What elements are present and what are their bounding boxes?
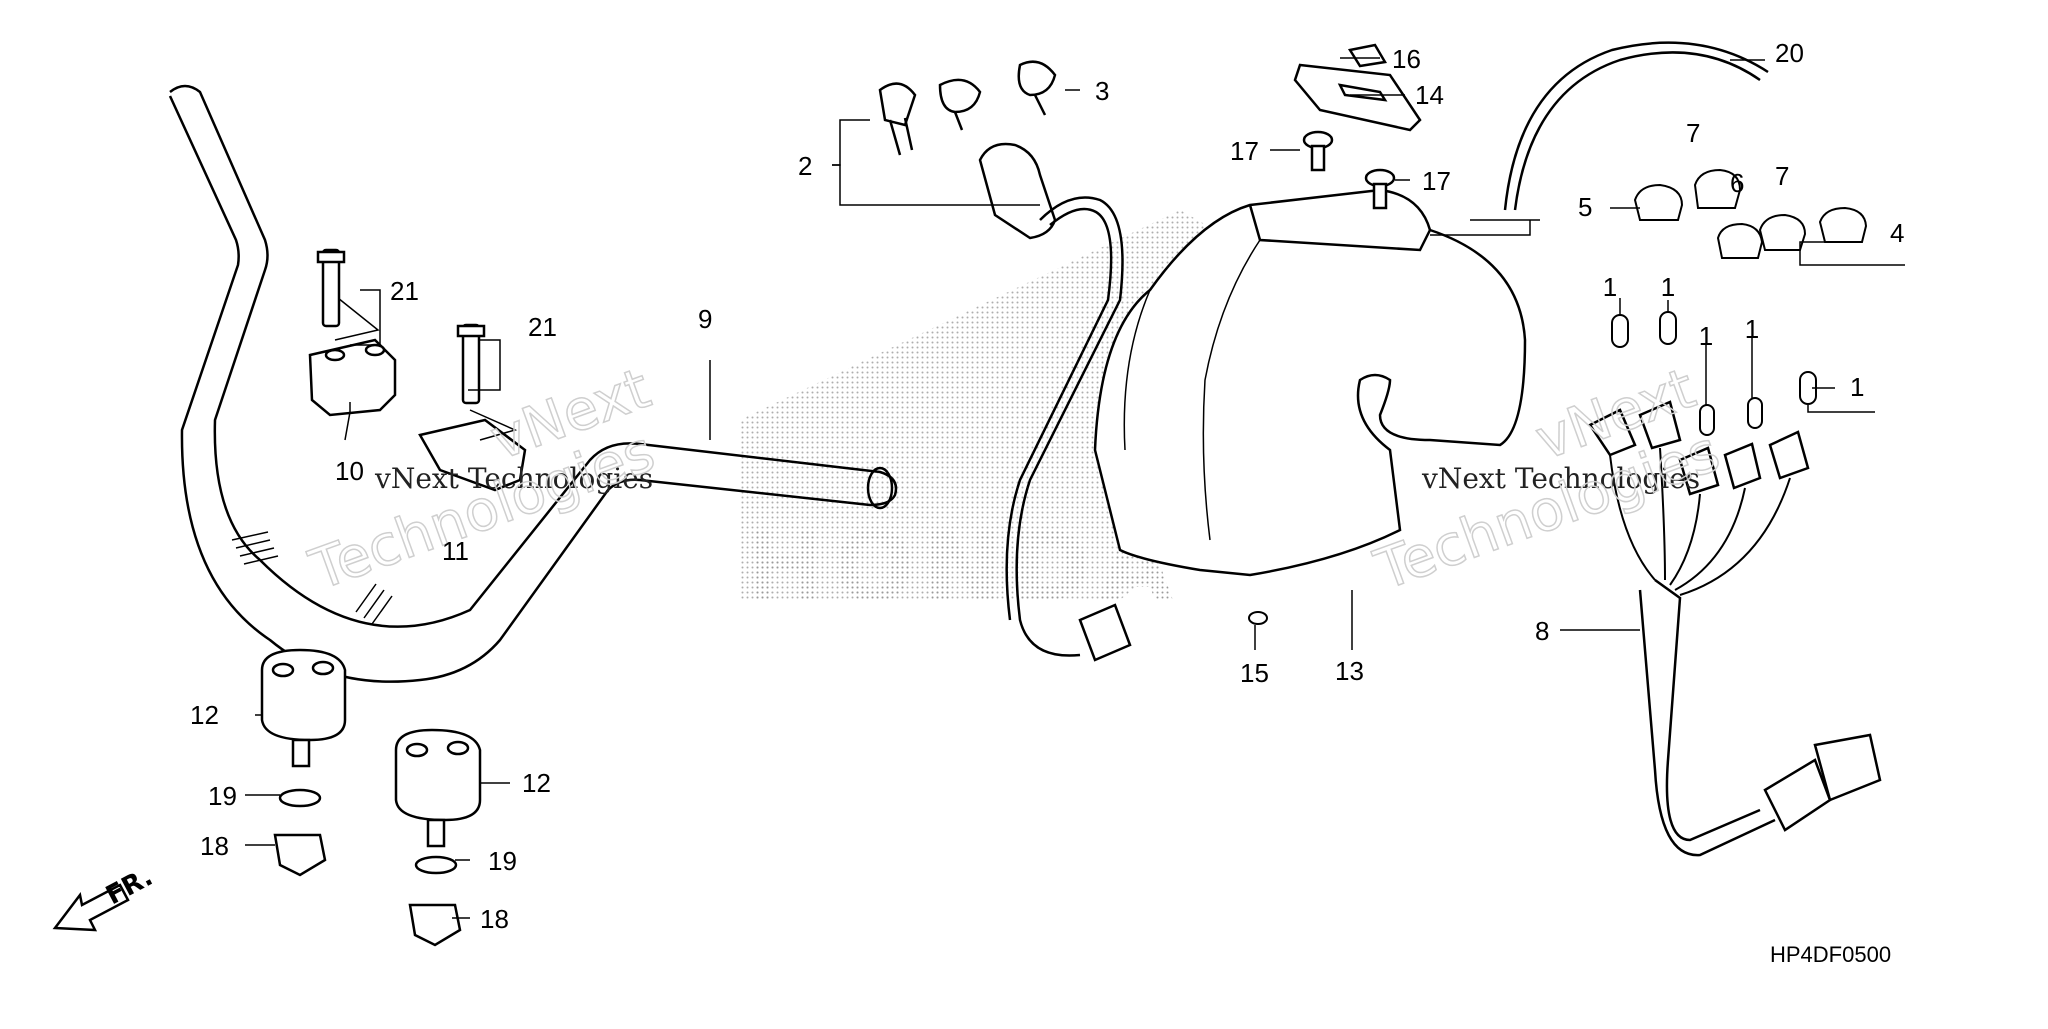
callout-7: 7	[1775, 161, 1789, 191]
harness-8	[1588, 400, 1882, 857]
callout-13: 13	[1335, 656, 1364, 686]
callout-14: 14	[1415, 80, 1444, 110]
bulbs-1	[1611, 311, 1817, 436]
callout-17: 17	[1422, 166, 1451, 196]
callout-12: 12	[522, 768, 551, 798]
callout-20: 20	[1775, 38, 1804, 68]
callout-10: 10	[335, 456, 364, 486]
meter-cover-13	[1093, 188, 1527, 577]
callout-8: 8	[1535, 616, 1549, 646]
callouts: 1 1 1 1 1 2 3 4 5 6 7 7 8 9 10 11 12 12 …	[190, 38, 1904, 934]
callout-4: 4	[1890, 218, 1904, 248]
lower-holder-12-left	[260, 648, 347, 877]
screws-17	[1302, 130, 1396, 210]
lower-holder-12-right	[394, 728, 482, 947]
callout-21: 21	[390, 276, 419, 306]
callout-1: 1	[1603, 272, 1617, 302]
callout-5: 5	[1578, 192, 1592, 222]
callout-19: 19	[488, 846, 517, 876]
watermark-left: vNext Technologies	[374, 462, 653, 495]
ignition-switch	[878, 60, 1132, 662]
callout-2: 2	[798, 151, 812, 181]
socket-caps	[1633, 168, 1868, 259]
callout-15: 15	[1240, 658, 1269, 688]
svg-text:HONDA: HONDA	[745, 511, 1181, 623]
clip-16	[1347, 43, 1388, 68]
callout-6: 6	[1730, 168, 1744, 198]
callout-18: 18	[200, 831, 229, 861]
callout-16: 16	[1392, 44, 1421, 74]
callout-21: 21	[528, 312, 557, 342]
grommet-15	[1248, 611, 1268, 625]
cover-14	[1293, 63, 1422, 132]
callout-1: 1	[1850, 372, 1864, 402]
callout-1: 1	[1661, 272, 1675, 302]
watermark-right: vNext Technologies	[1421, 462, 1700, 495]
callout-19: 19	[208, 781, 237, 811]
callout-11: 11	[442, 536, 469, 566]
tube-20	[1503, 41, 1769, 211]
diagram-code: HP4DF0500	[1770, 942, 1891, 967]
callout-7: 7	[1686, 118, 1700, 148]
handlebar-pipe	[168, 84, 898, 683]
callout-3: 3	[1095, 76, 1109, 106]
callout-12: 12	[190, 700, 219, 730]
callout-1: 1	[1699, 321, 1713, 351]
callout-17: 17	[1230, 136, 1259, 166]
leader-lines	[245, 57, 1905, 919]
callout-9: 9	[698, 304, 712, 334]
front-arrow: FR.	[52, 862, 158, 932]
upper-holder-11	[418, 323, 527, 492]
callout-1: 1	[1745, 314, 1759, 344]
callout-18: 18	[480, 904, 509, 934]
upper-holder-10	[308, 248, 397, 417]
